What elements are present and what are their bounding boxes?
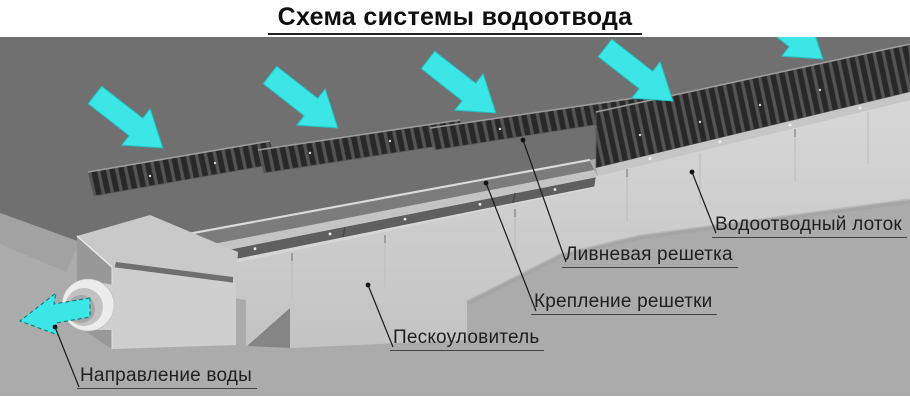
grate-rail-bolts	[648, 106, 862, 160]
under-channel-recess-shadow	[247, 308, 290, 348]
ground-plane-bevel-edge	[0, 213, 80, 272]
label-drainage-channel: Водоотводный лоток	[712, 214, 907, 238]
label-storm-grate: Ливневая решетка	[562, 244, 738, 268]
figure-title: Схема системы водоотвода	[267, 3, 643, 35]
wall-base-shadow	[465, 198, 910, 306]
leader-lines	[54, 139, 717, 388]
grate-specks	[148, 88, 822, 178]
grate-mounting-rail	[596, 92, 910, 176]
grate-top-highlights	[87, 43, 910, 173]
drainage-3d-render	[0, 37, 910, 396]
water-outflow-arrow-icon	[18, 291, 91, 336]
label-water-direction: Направление воды	[77, 365, 257, 389]
label-grate-fastening: Крепление решетки	[531, 291, 718, 315]
segment-joint-lines	[291, 112, 869, 300]
leader-dots	[52, 137, 695, 330]
joint-ticks	[291, 129, 796, 261]
sand-trap-front-face	[112, 267, 236, 349]
label-sand-trap: Пескоуловитель	[390, 327, 545, 351]
figure-title-bar: Схема системы водоотвода	[0, 0, 910, 37]
channel-front-wall	[139, 100, 910, 348]
